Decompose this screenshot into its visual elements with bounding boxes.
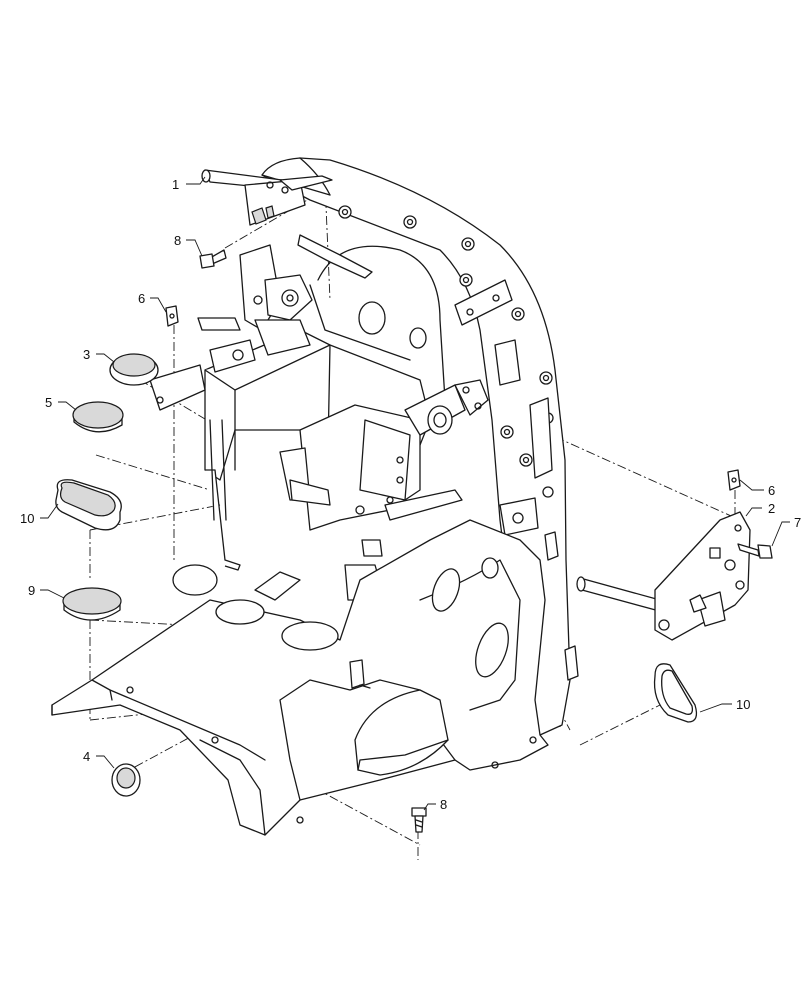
base-pan <box>51 519 549 836</box>
callout-3: 3 <box>83 347 90 362</box>
callout-8-lower: 8 <box>440 797 447 812</box>
console-frame <box>261 157 579 736</box>
callout-2: 2 <box>768 501 775 516</box>
callout-9: 9 <box>28 583 35 598</box>
callout-6-left: 6 <box>138 291 145 306</box>
part-10-right-grommet <box>653 663 698 723</box>
part-10-left-grommet <box>55 479 122 531</box>
part-9-plug <box>62 587 122 621</box>
part-1-top-bracket <box>201 169 333 226</box>
leader-lines <box>40 176 790 811</box>
callout-4: 4 <box>83 749 90 764</box>
part-8-bolt-upper <box>199 249 227 269</box>
callout-10-right: 10 <box>736 697 750 712</box>
part-3-plug <box>109 353 159 386</box>
callout-5: 5 <box>45 395 52 410</box>
part-6-clip-right <box>727 469 741 491</box>
callout-10-left: 10 <box>20 511 34 526</box>
part-4-ring <box>111 763 141 797</box>
part-7-bolt <box>737 543 773 559</box>
part-2-side-plate <box>576 511 751 641</box>
part-6-clip-left <box>165 305 179 327</box>
callout-labels: 1 2 3 4 5 6 6 7 8 8 9 10 10 <box>20 177 801 812</box>
part-5-plug <box>72 401 124 433</box>
part-8-bolt-lower <box>411 807 427 833</box>
callout-7: 7 <box>794 515 801 530</box>
callout-8-upper: 8 <box>174 233 181 248</box>
callout-1: 1 <box>172 177 179 192</box>
callout-6-right: 6 <box>768 483 775 498</box>
